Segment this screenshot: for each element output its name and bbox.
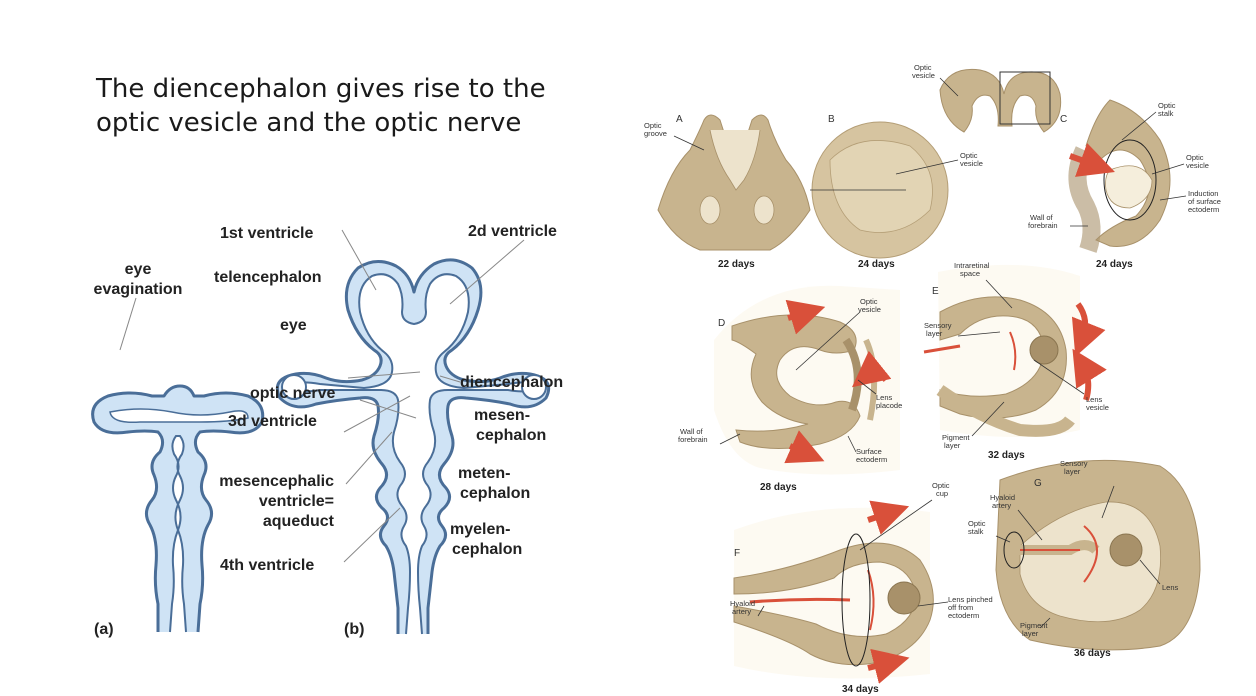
label-optic-vesicle-d-2: vesicle: [858, 305, 881, 314]
label-induction-1: Induction: [1188, 189, 1218, 198]
day-label-G: 36 days: [1074, 648, 1111, 659]
label-eye-evagination-1: eye: [125, 261, 152, 278]
label-lens-pinched-2: off from: [948, 603, 973, 612]
panel-a-22-days: Optic groove A 22 days: [644, 114, 811, 270]
label-second-ventricle: 2d ventricle: [468, 223, 557, 240]
panel-label-a: (a): [94, 621, 114, 638]
label-diencephalon: diencephalon: [460, 374, 563, 391]
label-lens-pinched-3: ectoderm: [948, 611, 979, 620]
label-optic-vesicle-top-2: vesicle: [912, 71, 935, 80]
title-line-1: The diencephalon gives rise to the: [96, 74, 546, 104]
label-induction-3: ectoderm: [1188, 205, 1219, 214]
label-optic-vesicle-b-2: vesicle: [960, 159, 983, 168]
leader-lines-left: [119, 229, 525, 563]
label-first-ventricle: 1st ventricle: [220, 225, 313, 242]
label-pigment-layer-g-1: Pigment: [1020, 621, 1048, 630]
label-optic-cup-1: Optic: [932, 481, 950, 490]
label-hyaloid-artery-g-1: Hyaloid: [990, 493, 1015, 502]
label-sensory-layer-g-1: Sensory: [1060, 459, 1088, 468]
label-metencephalon-1: meten-: [458, 465, 510, 482]
label-lens-placode-2: placode: [876, 401, 902, 410]
label-myelencephalon-1: myelen-: [450, 521, 510, 538]
cross-section-top: Optic vesicle: [912, 63, 1062, 133]
panel-label-D: D: [718, 318, 725, 329]
day-label-F: 34 days: [842, 684, 879, 695]
label-mesencephalon-2: cephalon: [476, 427, 546, 444]
label-optic-groove-2: groove: [644, 129, 667, 138]
label-hyaloid-artery-f-2: artery: [732, 607, 751, 616]
label-sensory-layer-e-1: Sensory: [924, 321, 952, 330]
label-hyaloid-artery-g-2: artery: [992, 501, 1011, 510]
day-label-A: 22 days: [718, 259, 755, 270]
label-third-ventricle: 3d ventricle: [228, 413, 317, 430]
label-optic-cup-2: cup: [936, 489, 948, 498]
panel-b-24-days: B Optic vesicle 24 days: [810, 114, 983, 270]
label-eye-evagination-2: evagination: [94, 281, 183, 298]
eye-development-figure: Optic groove A 22 days B Optic vesicle 2…: [644, 63, 1221, 695]
panel-e-32-days: E Intraretinal space Sensory layer Lens …: [923, 261, 1109, 461]
panel-c-24-days: C Optic stalk Optic vesicle Induction of…: [1028, 99, 1221, 270]
label-lens-g: Lens: [1162, 583, 1179, 592]
label-eye: eye: [280, 317, 307, 334]
label-surface-ectoderm-1: Surface: [856, 447, 882, 456]
panel-d-28-days: D Optic vesicle Lens placode Wall of for…: [678, 285, 902, 493]
label-metencephalon-2: cephalon: [460, 485, 530, 502]
label-intraretinal-2: space: [960, 269, 980, 278]
slide-title: The diencephalon gives rise to the optic…: [96, 72, 616, 141]
neural-tube-a: [91, 384, 265, 633]
label-telencephalon: telencephalon: [214, 269, 322, 286]
label-mesencephalic-ventricle-2: ventricle=: [259, 493, 334, 510]
panel-label-A: A: [676, 114, 683, 125]
label-induction-2: of surface: [1188, 197, 1221, 206]
label-mesencephalon-1: mesen-: [474, 407, 530, 424]
label-optic-stalk-c-2: stalk: [1158, 109, 1174, 118]
label-optic-stalk-c-1: Optic: [1158, 101, 1176, 110]
label-mesencephalic-ventricle-3: aqueduct: [263, 513, 335, 530]
brain-vesicles-diagram: eye evagination 1st ventricle 2d ventric…: [91, 223, 564, 638]
label-optic-groove-1: Optic: [644, 121, 662, 130]
label-fourth-ventricle: 4th ventricle: [220, 557, 314, 574]
label-wall-forebrain-c-2: forebrain: [1028, 221, 1058, 230]
label-wall-forebrain-d-2: forebrain: [678, 435, 708, 444]
label-optic-vesicle-top-1: Optic: [914, 63, 932, 72]
label-surface-ectoderm-2: ectoderm: [856, 455, 887, 464]
label-wall-forebrain-d-1: Wall of: [680, 427, 704, 436]
label-lens-placode-1: Lens: [876, 393, 893, 402]
day-label-E: 32 days: [988, 450, 1025, 461]
label-optic-vesicle-b-1: Optic: [960, 151, 978, 160]
panel-label-G: G: [1034, 478, 1042, 489]
label-optic-nerve: optic nerve: [250, 385, 335, 402]
day-label-C: 24 days: [1096, 259, 1133, 270]
label-hyaloid-artery-f-1: Hyaloid: [730, 599, 755, 608]
label-optic-vesicle-d-1: Optic: [860, 297, 878, 306]
panel-label-E: E: [932, 286, 939, 297]
label-optic-stalk-g-2: stalk: [968, 527, 984, 536]
panel-label-C: C: [1060, 114, 1067, 125]
label-optic-stalk-g-1: Optic: [968, 519, 986, 528]
panel-g-36-days: G Sensory layer Hyaloid artery Optic sta…: [968, 459, 1201, 659]
day-label-B: 24 days: [858, 259, 895, 270]
label-intraretinal-1: Intraretinal: [954, 261, 990, 270]
label-optic-vesicle-c-1: Optic: [1186, 153, 1204, 162]
label-myelencephalon-2: cephalon: [452, 541, 522, 558]
panel-label-b: (b): [344, 621, 364, 638]
brain-vesicles-b: [275, 258, 551, 635]
label-lens-pinched-1: Lens pinched: [948, 595, 993, 604]
label-pigment-layer-g-2: layer: [1022, 629, 1039, 638]
label-optic-vesicle-c-2: vesicle: [1186, 161, 1209, 170]
panel-label-B: B: [828, 114, 835, 125]
label-mesencephalic-ventricle-1: mesencephalic: [219, 473, 334, 490]
label-sensory-layer-g-2: layer: [1064, 467, 1081, 476]
label-wall-forebrain-c-1: Wall of: [1030, 213, 1054, 222]
panel-f-34-days: F Optic cup Hyaloid artery Lens pinched …: [730, 481, 993, 695]
label-pigment-layer-e-1: Pigment: [942, 433, 970, 442]
left-labels: eye evagination 1st ventricle 2d ventric…: [94, 223, 564, 638]
panel-label-F: F: [734, 548, 740, 559]
label-pigment-layer-e-2: layer: [944, 441, 961, 450]
label-lens-vesicle-2: vesicle: [1086, 403, 1109, 412]
title-line-2: optic vesicle and the optic nerve: [96, 108, 522, 139]
label-sensory-layer-e-2: layer: [926, 329, 943, 338]
label-lens-vesicle-1: Lens: [1086, 395, 1103, 404]
day-label-D: 28 days: [760, 482, 797, 493]
